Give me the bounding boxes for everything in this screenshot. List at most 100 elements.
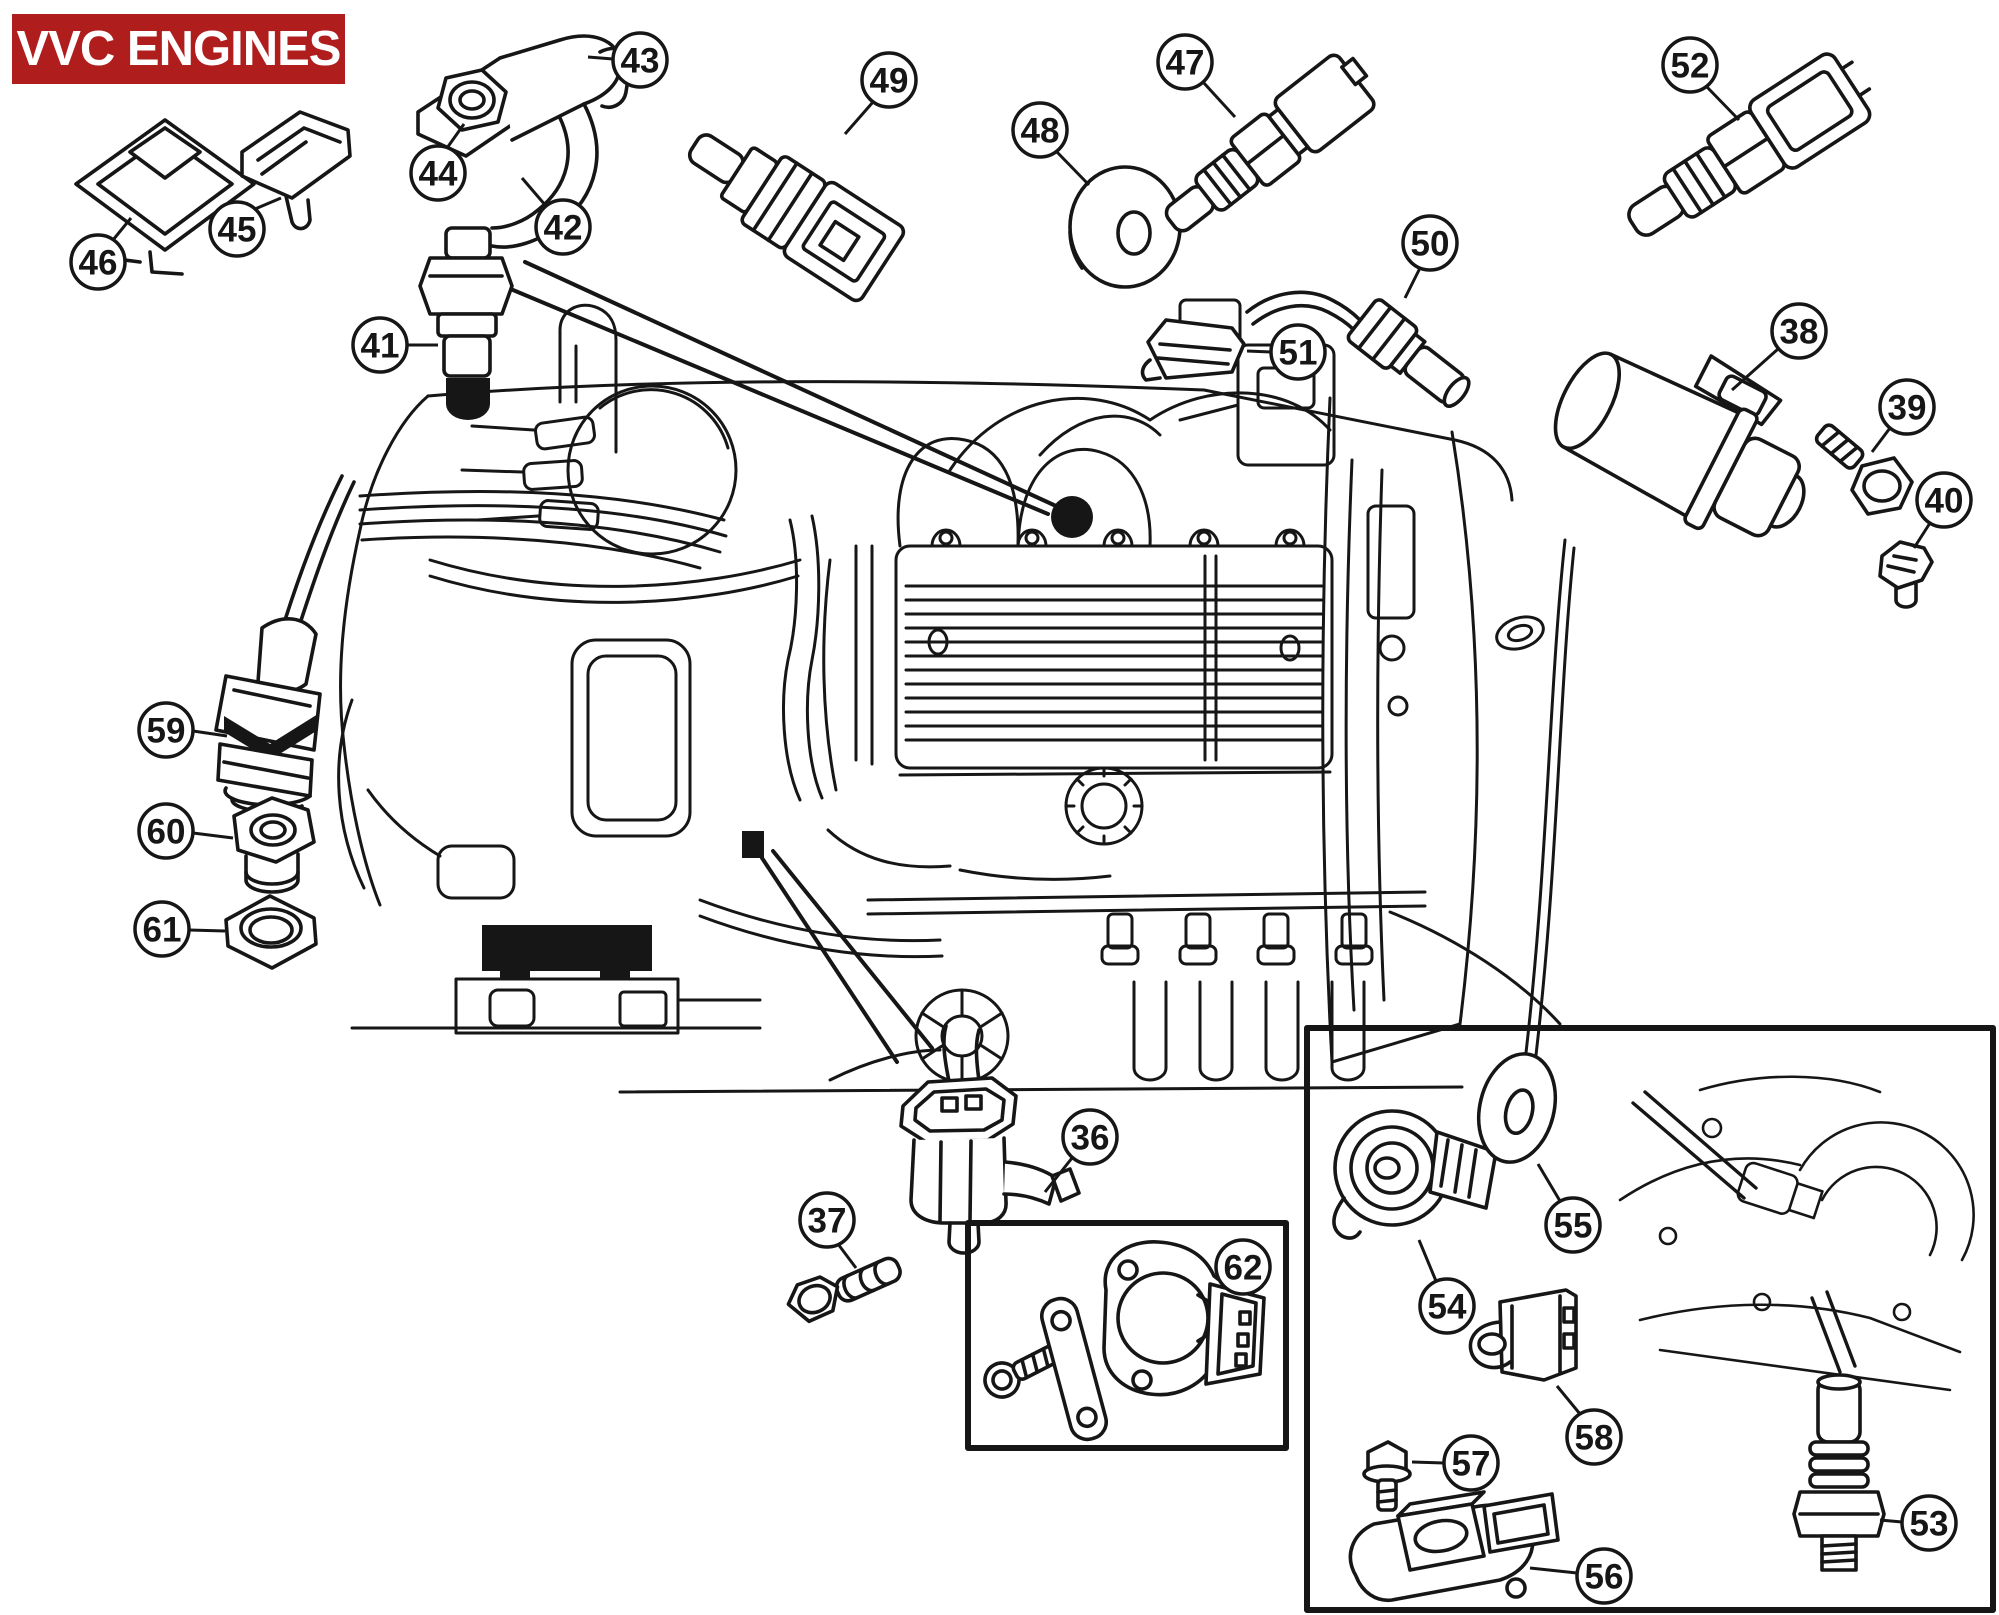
callout-59-leader-line (192, 729, 228, 738)
callout-36-circle (1061, 1108, 1119, 1166)
callout-46: 46 (69, 217, 133, 291)
lambda-sensor-location-dot (1051, 496, 1093, 538)
callout-55-leader-line (1536, 1163, 1562, 1202)
callout-36-number: 36 (1071, 1119, 1110, 1158)
part-49-air-temp-sensor (687, 133, 906, 303)
callout-42-leader-line (520, 177, 548, 207)
part-37-banjo-bolt (786, 1256, 902, 1324)
callout-54-number: 54 (1428, 1288, 1467, 1327)
part-61-nut (224, 894, 318, 970)
part-62-throttle-pot (1102, 1240, 1266, 1397)
callout-45: 45 (208, 196, 282, 258)
callout-44-number: 44 (419, 155, 458, 194)
part-39-bolt (1814, 423, 1914, 516)
callout-61-circle (133, 900, 191, 958)
callout-54: 54 (1417, 1239, 1476, 1335)
callout-58: 58 (1555, 1385, 1623, 1466)
callout-38: 38 (1731, 302, 1828, 392)
part-54-pressure-switch (1332, 1109, 1498, 1240)
part-38-cam-sensor (1553, 351, 1806, 538)
part-41-lambda-sensor (418, 226, 514, 420)
callout-37: 37 (798, 1191, 858, 1269)
callout-37-circle (798, 1191, 856, 1249)
callout-36: 36 (1043, 1108, 1119, 1193)
callout-52-circle (1661, 36, 1719, 94)
callout-45-number: 45 (218, 211, 257, 250)
callout-58-leader-line (1555, 1385, 1582, 1415)
callout-39-circle (1878, 378, 1936, 436)
in-situ-sketch (1618, 1075, 1975, 1392)
callout-46-leader-line (111, 217, 133, 241)
callout-60: 60 (137, 802, 234, 860)
callout-62: 62 (1214, 1238, 1272, 1296)
callout-61-leader-line (188, 928, 226, 933)
callout-57-leader-line (1411, 1460, 1445, 1465)
callout-52-number: 52 (1671, 47, 1710, 86)
series-banner: VVC ENGINES (12, 14, 345, 84)
callout-43-circle (611, 31, 669, 89)
callout-47-leader-line (1201, 80, 1237, 119)
callout-56-circle (1575, 1547, 1633, 1605)
callout-54-circle (1418, 1277, 1476, 1335)
callout-50: 50 (1401, 214, 1459, 299)
part-52-temp-sensor (1627, 52, 1872, 237)
callout-55-circle (1544, 1196, 1602, 1254)
callout-51: 51 (1246, 323, 1327, 381)
callout-58-circle (1565, 1408, 1623, 1466)
callout-49-leader-line (843, 101, 875, 135)
callout-51-circle (1269, 323, 1327, 381)
location-markers (511, 260, 1093, 1064)
callout-42-number: 42 (544, 209, 583, 248)
callout-41-circle (351, 316, 409, 374)
callout-43-number: 43 (621, 42, 660, 81)
callout-50-leader-line (1403, 267, 1422, 299)
callout-40-circle (1915, 471, 1973, 529)
callout-61: 61 (133, 900, 226, 958)
callout-45-leader-line (254, 196, 282, 211)
callout-47-number: 47 (1166, 44, 1205, 83)
callout-49-number: 49 (870, 62, 909, 101)
part-59-temp-transmitter (214, 474, 356, 832)
callout-47-circle (1156, 33, 1214, 91)
callout-41: 41 (351, 316, 438, 374)
part-45-clip (240, 110, 352, 231)
callout-38-leader-line (1731, 347, 1779, 392)
callout-44-circle (409, 144, 467, 202)
callout-48-number: 48 (1021, 112, 1060, 151)
callout-47: 47 (1156, 33, 1237, 119)
part-51-clip (1140, 318, 1246, 382)
part-44-bolt (436, 68, 508, 132)
part-57-bolt (1362, 1440, 1412, 1512)
callout-46-number: 46 (79, 244, 118, 283)
callout-48-circle (1011, 101, 1069, 159)
callout-52: 52 (1661, 36, 1741, 122)
callout-59: 59 (137, 701, 228, 759)
callout-56-leader-line (1529, 1566, 1578, 1575)
callout-53: 53 (1879, 1494, 1958, 1552)
inset-installation-detail (1304, 1025, 1996, 1613)
callout-54-leader-line (1417, 1239, 1438, 1282)
callout-39-number: 39 (1888, 389, 1927, 428)
callout-60-circle (137, 802, 195, 860)
callout-51-number: 51 (1279, 334, 1318, 373)
callout-40-leader-line (1912, 522, 1932, 549)
callout-48: 48 (1011, 101, 1091, 187)
part-55-washer (1476, 1052, 1558, 1164)
callout-39: 39 (1870, 378, 1936, 453)
part-58-bracket (1468, 1288, 1578, 1382)
callout-59-circle (137, 701, 195, 759)
callout-60-leader-line (192, 831, 234, 840)
part-53-temp-sensor (1792, 1373, 1886, 1572)
callout-56-number: 56 (1585, 1558, 1624, 1597)
callout-46-circle (69, 233, 127, 291)
callout-59-number: 59 (147, 712, 186, 751)
callout-36-leader-line (1043, 1157, 1074, 1193)
callout-62-circle (1214, 1238, 1272, 1296)
callout-50-number: 50 (1411, 225, 1450, 264)
callout-57: 57 (1411, 1434, 1500, 1492)
callout-38-circle (1770, 302, 1828, 360)
callout-57-circle (1442, 1434, 1500, 1492)
part-50-crank-sensor (1245, 290, 1471, 408)
